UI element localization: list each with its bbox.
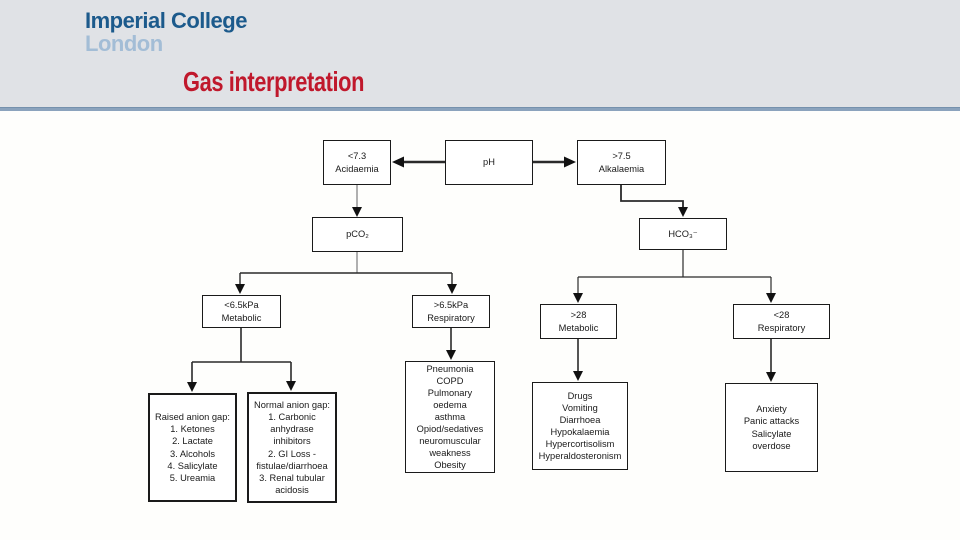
- logo-line-2: London: [85, 31, 163, 56]
- node-respiratory-alkalosis: <28 Respiratory: [733, 304, 830, 339]
- slide-header: Imperial College London Gas interpretati…: [0, 0, 960, 107]
- node-raised-anion-gap-causes: Raised anion gap: 1. Ketones 2. Lactate …: [148, 393, 237, 502]
- page-title: Gas interpretation: [183, 66, 365, 97]
- node-alkalaemia: >7.5 Alkalaemia: [577, 140, 666, 185]
- node-pco2: pCO₂: [312, 217, 403, 252]
- node-respiratory-acidosis-causes: Pneumonia COPD Pulmonary oedema asthma O…: [405, 361, 495, 473]
- node-normal-anion-gap-causes: Normal anion gap: 1. Carbonic anhydrase …: [247, 392, 337, 503]
- header-divider: [0, 107, 960, 111]
- imperial-college-logo: Imperial College London: [85, 10, 247, 55]
- node-metabolic-alkalosis-causes: Drugs Vomiting Diarrhoea Hypokalaemia Hy…: [532, 382, 628, 470]
- node-respiratory-alkalosis-causes: Anxiety Panic attacks Salicylate overdos…: [725, 383, 818, 472]
- node-respiratory-acidosis: >6.5kPa Respiratory: [412, 295, 490, 328]
- node-ph: pH: [445, 140, 533, 185]
- logo-line-1: Imperial College: [85, 8, 247, 33]
- node-acidaemia: <7.3 Acidaemia: [323, 140, 391, 185]
- node-metabolic-acidosis: <6.5kPa Metabolic: [202, 295, 281, 328]
- node-metabolic-alkalosis: >28 Metabolic: [540, 304, 617, 339]
- node-hco3: HCO₃⁻: [639, 218, 727, 250]
